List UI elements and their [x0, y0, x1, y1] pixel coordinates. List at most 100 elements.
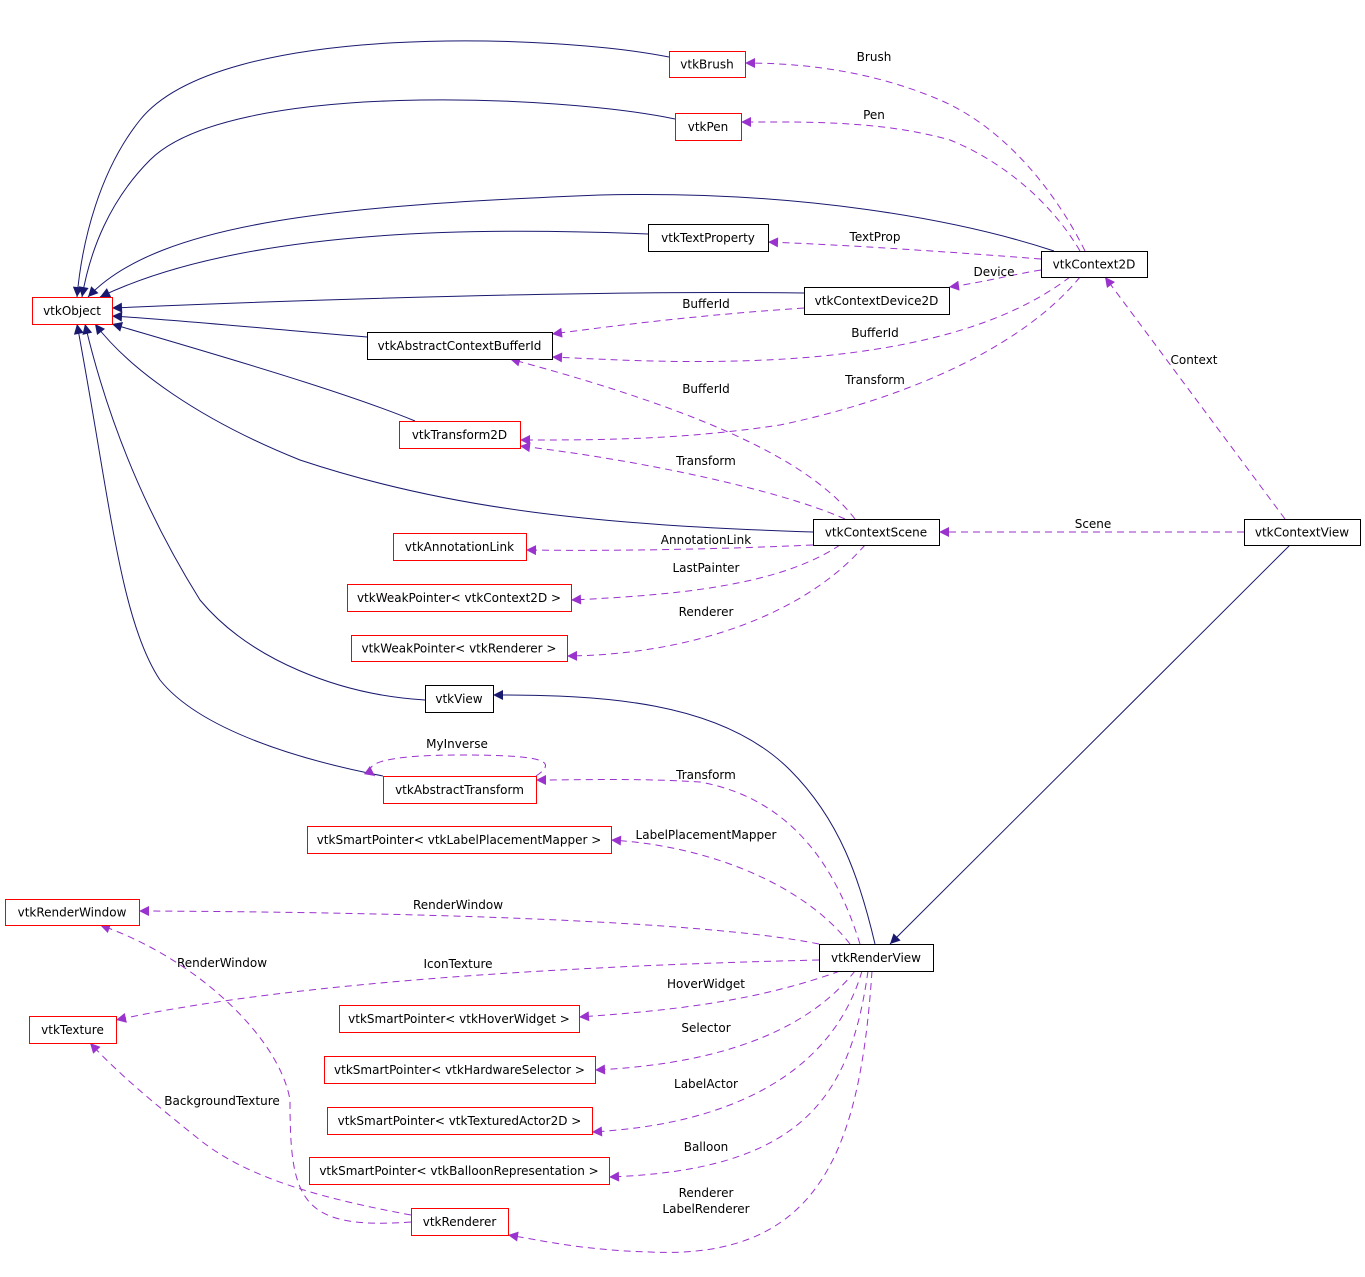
- class-node-brush[interactable]: vtkBrush: [669, 51, 746, 78]
- class-node-renderview[interactable]: vtkRenderView: [819, 944, 934, 972]
- usage-edge-icontexture: [115, 959, 820, 1023]
- node-box: [367, 332, 553, 360]
- node-label: vtkSmartPointer< vtkBalloonRepresentatio…: [319, 1164, 598, 1178]
- class-node-pen[interactable]: vtkPen: [675, 113, 742, 141]
- class-node-selector[interactable]: vtkSmartPointer< vtkHardwareSelector >: [324, 1056, 596, 1084]
- class-node-scene[interactable]: vtkContextScene: [813, 519, 940, 546]
- node-label: vtkSmartPointer< vtkHardwareSelector >: [334, 1063, 585, 1077]
- edge-label-bufferid2: BufferId: [851, 326, 899, 340]
- node-box: [309, 1157, 610, 1185]
- node-label: vtkPen: [688, 120, 729, 134]
- edge-label-renderwindow1: RenderWindow: [413, 898, 503, 912]
- class-node-wpcontext[interactable]: vtkWeakPointer< vtkContext2D >: [347, 584, 572, 612]
- node-label: vtkAnnotationLink: [405, 540, 514, 554]
- edge-label-bufferid3: BufferId: [682, 382, 730, 396]
- inheritance-edge: [111, 322, 416, 422]
- node-box: [425, 685, 494, 713]
- class-node-renderer[interactable]: vtkRenderer: [411, 1208, 509, 1236]
- class-node-renderwindow[interactable]: vtkRenderWindow: [5, 899, 140, 926]
- node-box: [29, 1016, 117, 1044]
- edge-label-labelactor: LabelActor: [674, 1077, 738, 1091]
- class-node-abstracttransform[interactable]: vtkAbstractTransform: [383, 776, 537, 804]
- usage-edge-labelactor: [591, 970, 863, 1137]
- inheritance-edge: [78, 99, 676, 298]
- class-node-contextview[interactable]: vtkContextView: [1244, 519, 1361, 546]
- class-node-labelmapper[interactable]: vtkSmartPointer< vtkLabelPlacementMapper…: [307, 826, 612, 854]
- edge-label-myinverse: MyInverse: [426, 737, 488, 751]
- node-box: [393, 533, 527, 561]
- node-label: vtkAbstractContextBufferId: [378, 339, 542, 353]
- edge-label-transform1: Transform: [844, 373, 905, 387]
- class-node-view[interactable]: vtkView: [425, 685, 494, 713]
- usage-edge-labelmapper: [610, 835, 851, 945]
- edge-label-renderer2b: LabelRenderer: [662, 1202, 749, 1216]
- node-box: [307, 826, 612, 854]
- node-label: vtkSmartPointer< vtkHoverWidget >: [348, 1012, 570, 1026]
- class-node-texture[interactable]: vtkTexture: [29, 1016, 117, 1044]
- node-label: vtkContext2D: [1053, 258, 1136, 272]
- class-node-transform2d[interactable]: vtkTransform2D: [399, 421, 521, 449]
- edge-label-hover: HoverWidget: [667, 977, 745, 991]
- usage-edge-bgtexture: [89, 1042, 412, 1216]
- edge-label-balloon: Balloon: [684, 1140, 729, 1154]
- inheritance-edge: [94, 323, 814, 533]
- edge-label-device: Device: [973, 265, 1014, 279]
- node-label: vtkContextDevice2D: [815, 294, 939, 308]
- class-node-device[interactable]: vtkContextDevice2D: [804, 287, 950, 315]
- usage-edge-bufferid1: [551, 307, 805, 338]
- class-node-textprop[interactable]: vtkTextProperty: [648, 224, 769, 252]
- node-box: [324, 1056, 596, 1084]
- usage-edge-lastpainter: [570, 544, 841, 605]
- node-label: vtkTransform2D: [412, 428, 507, 442]
- class-node-hover[interactable]: vtkSmartPointer< vtkHoverWidget >: [339, 1005, 580, 1033]
- usage-edge-annotation: [525, 544, 814, 556]
- node-label: vtkSmartPointer< vtkTexturedActor2D >: [338, 1114, 582, 1128]
- usage-edge-brush: [744, 58, 1086, 252]
- usage-edge-context: [1104, 276, 1286, 520]
- usage-edge-transform1: [519, 276, 1081, 445]
- inheritance-edge: [87, 193, 1055, 298]
- node-box: [347, 584, 572, 612]
- node-label: vtkRenderView: [831, 951, 921, 965]
- node-box: [351, 635, 568, 662]
- node-label: vtkAbstractTransform: [395, 783, 524, 797]
- node-box: [819, 944, 934, 972]
- edge-label-pen: Pen: [863, 108, 885, 122]
- class-node-annotation[interactable]: vtkAnnotationLink: [393, 533, 527, 561]
- class-node-balloon[interactable]: vtkSmartPointer< vtkBalloonRepresentatio…: [309, 1157, 610, 1185]
- node-box: [5, 899, 140, 926]
- node-box: [383, 776, 537, 804]
- edge-label-transform2: Transform: [675, 454, 736, 468]
- class-node-bufferid[interactable]: vtkAbstractContextBufferId: [367, 332, 553, 360]
- usage-edge-balloon: [608, 970, 869, 1182]
- edge-label-lastpainter: LastPainter: [672, 561, 739, 575]
- node-label: vtkObject: [43, 304, 101, 318]
- node-box: [411, 1208, 509, 1236]
- node-box: [648, 224, 769, 252]
- edge-label-scene: Scene: [1075, 517, 1112, 531]
- edge-label-labelmapper: LabelPlacementMapper: [636, 828, 777, 842]
- node-label: vtkBrush: [680, 58, 733, 72]
- class-node-actor2d[interactable]: vtkSmartPointer< vtkTexturedActor2D >: [327, 1107, 593, 1135]
- edge-label-textprop: TextProp: [849, 230, 901, 244]
- inheritance-edge: [111, 311, 368, 338]
- node-label: vtkContextScene: [825, 526, 927, 540]
- usage-edge-renderer2a: [507, 970, 873, 1253]
- edge-label-bufferid1: BufferId: [682, 297, 730, 311]
- node-label: vtkView: [435, 692, 482, 706]
- node-label: vtkTexture: [41, 1023, 104, 1037]
- node-label: vtkRenderer: [423, 1215, 497, 1229]
- class-node-object[interactable]: vtkObject: [32, 297, 113, 325]
- edge-label-transform3: Transform: [675, 768, 736, 782]
- usage-edge-renderwindow2: [99, 923, 412, 1224]
- class-node-context2d[interactable]: vtkContext2D: [1041, 251, 1148, 278]
- node-label: vtkRenderWindow: [18, 906, 127, 920]
- node-label: vtkWeakPointer< vtkRenderer >: [362, 642, 557, 656]
- class-node-wprenderer[interactable]: vtkWeakPointer< vtkRenderer >: [351, 635, 568, 662]
- inheritance-edge: [72, 40, 670, 298]
- node-box: [1244, 519, 1361, 546]
- node-box: [669, 51, 746, 78]
- node-box: [399, 421, 521, 449]
- node-box: [675, 113, 742, 141]
- node-box: [339, 1005, 580, 1033]
